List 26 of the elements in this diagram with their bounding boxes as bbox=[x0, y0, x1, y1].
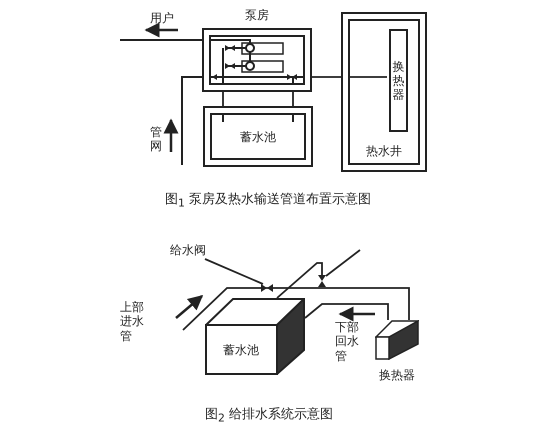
pipe-label: 上部进水管 bbox=[120, 300, 145, 344]
leader-line bbox=[204, 258, 264, 285]
well-box bbox=[341, 12, 427, 172]
node-label: 蓄水池 bbox=[240, 129, 276, 144]
pipe bbox=[182, 287, 410, 331]
pipe bbox=[222, 92, 224, 106]
pipe-label: 管网 bbox=[150, 125, 163, 154]
figure-caption: 图$_{2}$ 给排水系统示意图 bbox=[205, 407, 334, 425]
pipe bbox=[304, 303, 389, 320]
valve-icon bbox=[261, 284, 273, 292]
leader-line bbox=[325, 249, 361, 277]
callout-label: 给水阀 bbox=[170, 243, 206, 258]
pipe-label: 用户 bbox=[150, 11, 174, 26]
pipe bbox=[312, 76, 387, 78]
pipe bbox=[292, 92, 294, 106]
figure-caption: 图$_{1}$ 泵房及热水输送管道布置示意图 bbox=[165, 192, 372, 210]
node-label: 热水井 bbox=[366, 144, 402, 158]
node-label: 换热器 bbox=[379, 368, 415, 382]
node-label: 蓄水池 bbox=[223, 342, 259, 357]
heat-exchanger-box bbox=[389, 29, 408, 132]
pipe-label: 下部回水管 bbox=[335, 320, 360, 364]
node-label: 换热器 bbox=[392, 58, 405, 102]
tank-box bbox=[203, 106, 313, 167]
node-label: 泵房 bbox=[245, 8, 269, 22]
pipe bbox=[276, 262, 323, 299]
valve-icon bbox=[318, 275, 326, 287]
